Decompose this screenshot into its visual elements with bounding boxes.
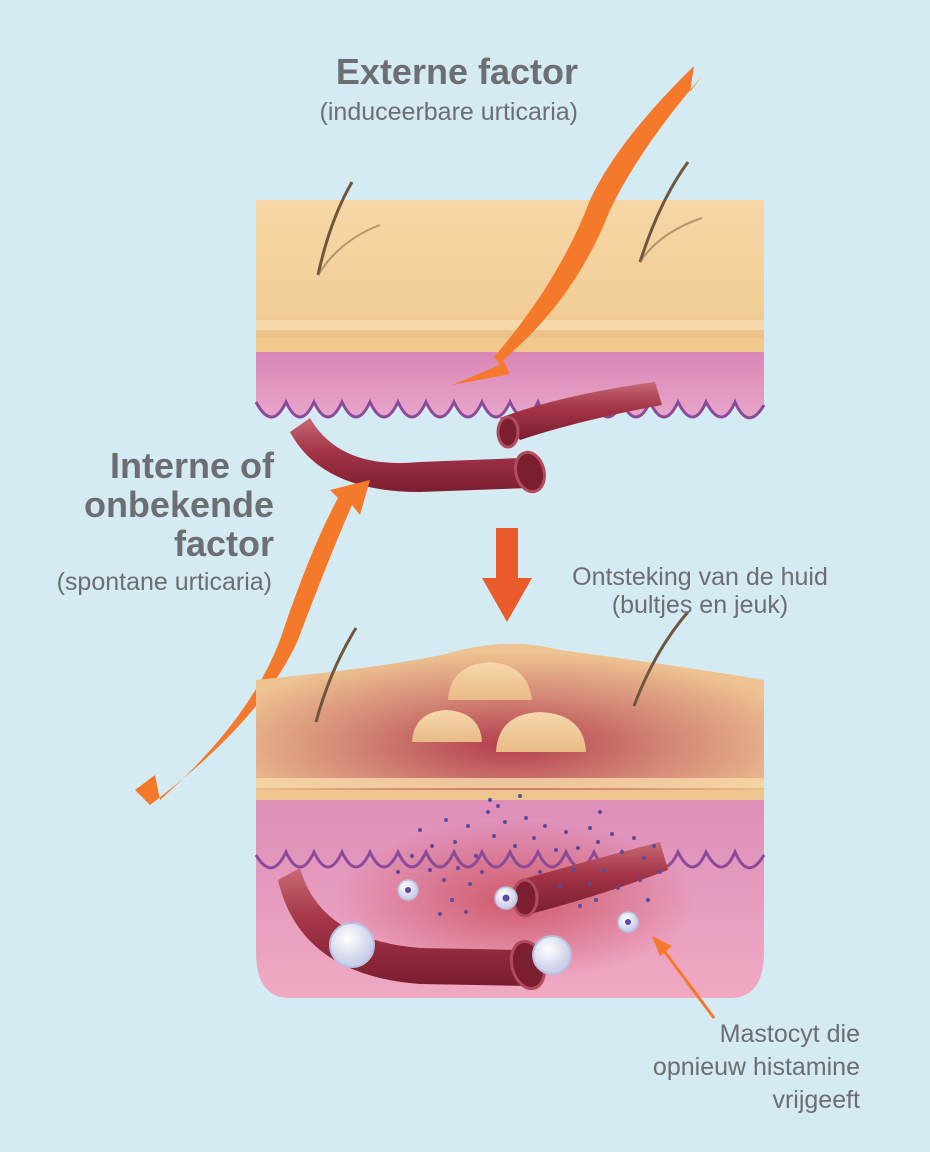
internal-title-line: factor bbox=[20, 525, 274, 564]
internal-title-line: Interne of bbox=[20, 447, 274, 486]
mastocyte-line: opnieuw histamine bbox=[640, 1051, 860, 1084]
inflammation-line: Ontsteking van de huid bbox=[540, 563, 860, 591]
inflamed-skin-block bbox=[256, 612, 764, 998]
healthy-skin-block bbox=[256, 162, 764, 495]
down-arrow-icon bbox=[482, 528, 532, 622]
external-factor-subtitle: (induceerbare urticaria) bbox=[240, 98, 578, 126]
inflammation-line: (bultjes en jeuk) bbox=[540, 591, 860, 619]
mastocyte-label: Mastocyt die opnieuw histamine vrijgeeft bbox=[640, 1018, 860, 1117]
mastocyte-line: vrijgeeft bbox=[640, 1084, 860, 1117]
internal-factor-title: Interne of onbekende factor bbox=[20, 447, 274, 564]
mastocyte-line: Mastocyt die bbox=[640, 1018, 860, 1051]
external-factor-title: Externe factor bbox=[260, 52, 578, 92]
inflammation-label: Ontsteking van de huid (bultjes en jeuk) bbox=[540, 563, 860, 619]
dermis-top bbox=[256, 352, 764, 418]
internal-title-line: onbekende bbox=[20, 486, 274, 525]
internal-factor-subtitle: (spontane urticaria) bbox=[0, 568, 272, 596]
